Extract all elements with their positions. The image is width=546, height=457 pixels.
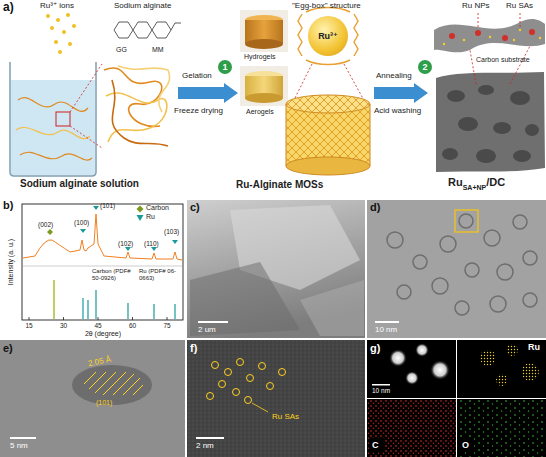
beaker: [10, 62, 102, 176]
panel-label: b): [3, 199, 13, 212]
node-text: 2: [422, 63, 427, 72]
tick-label: 15: [25, 322, 32, 329]
legend-entry: Carbon: [136, 204, 169, 213]
element-label: Ru: [528, 342, 540, 352]
eds-mapping: [367, 340, 546, 457]
legend-entry: Carbon (PDF# 50-0926): [92, 268, 138, 282]
legend-symbol: [136, 205, 144, 213]
annotation: Aerogels: [246, 108, 274, 116]
step-label: Annealing: [376, 71, 412, 80]
tick-label: 75: [163, 322, 170, 329]
stage-label: /DC: [486, 176, 505, 189]
annotation: MM: [152, 46, 164, 54]
step-label: Freeze drying: [174, 106, 223, 115]
axis-label: Intensity (a. u.): [7, 239, 15, 285]
plane-label: (101): [96, 399, 112, 407]
axis-label: 2θ (degree): [85, 330, 121, 338]
node-text: 1: [222, 63, 227, 72]
annotation: Sodium alginate: [114, 1, 171, 10]
tick-label: 60: [129, 322, 136, 329]
alginate-chain: [114, 22, 181, 38]
annotation: "Egg-box" structure: [292, 1, 361, 10]
porous-carbon-block: [436, 46, 545, 172]
panel-label: c): [190, 201, 200, 214]
legend-text: Ru (PDF# 06-0663): [139, 268, 183, 282]
ru-ion-drops: [46, 13, 76, 54]
tick-label: 30: [60, 322, 67, 329]
panel-label: d): [370, 201, 380, 214]
tick-label: 45: [94, 322, 101, 329]
panel-label: e): [3, 342, 13, 355]
panel-label: f): [190, 342, 197, 355]
alginate-strands: [104, 66, 170, 146]
xrd-plot: [22, 204, 183, 320]
step-label: Gelation: [182, 71, 212, 80]
scale-bar-label: 2 um: [198, 325, 216, 334]
legend-entry: Ru (PDF# 06-0663): [139, 268, 183, 282]
peak-label: (103): [164, 228, 179, 235]
legend-text: Carbon: [146, 204, 169, 212]
annotation: GG: [116, 46, 127, 54]
annotation: Ru NPs: [462, 1, 490, 10]
sem-image: [187, 200, 365, 338]
stage-label: Ru: [448, 176, 463, 189]
panel-label: g): [370, 342, 380, 355]
annotation: Ru³⁺ ions: [40, 1, 74, 10]
step-number-circle: 1: [218, 60, 232, 74]
annotation: Carbon substrate: [476, 56, 530, 64]
step-number-circle: 2: [418, 60, 432, 74]
step-label: Acid washing: [374, 106, 421, 115]
legend-symbol: [136, 214, 144, 222]
egg-box-ion: Ru³⁺: [308, 16, 348, 56]
element-label: C: [372, 440, 379, 450]
stage-label: Sodium alginate solution: [20, 178, 139, 190]
process-arrow: [178, 83, 238, 103]
scale-bar-label: 10 nm: [372, 387, 390, 394]
scale-bar-label: 5 nm: [10, 441, 28, 450]
process-arrow: [374, 83, 428, 103]
scale-bar-label: 10 nm: [375, 325, 397, 334]
element-label: O: [462, 440, 469, 450]
panel-label: a): [3, 1, 14, 15]
aerogel-photo: [240, 66, 288, 106]
peak-label: (110): [144, 240, 159, 247]
peak-label: (002): [38, 221, 53, 228]
stage-label: Ru-Alginate MOSs: [236, 179, 323, 191]
legend-text: Ru: [146, 213, 155, 221]
annotation: Ru SAs: [506, 1, 533, 10]
peak-label: (102): [118, 240, 133, 247]
legend-text: Carbon (PDF# 50-0926): [92, 268, 138, 282]
peak-label: (101): [100, 202, 115, 209]
egg-box-cage: [298, 8, 358, 65]
carbon-sheet: [434, 13, 545, 52]
hrtem-image: [0, 340, 185, 457]
peak-label: (100): [74, 219, 89, 226]
legend-entry: Ru: [136, 213, 155, 222]
hydrogel-photo: [240, 10, 288, 52]
annotation: Hydrogels: [244, 53, 276, 61]
mesh-cylinder: [286, 95, 370, 175]
haadf-image: [187, 340, 365, 457]
stage-label-subscript: SA+NP: [463, 184, 487, 192]
tem-image: [367, 200, 546, 338]
scale-bar-label: 2 nm: [196, 441, 214, 450]
node-text: Ru³⁺: [318, 32, 338, 41]
annotation: Ru SAs: [272, 412, 299, 421]
